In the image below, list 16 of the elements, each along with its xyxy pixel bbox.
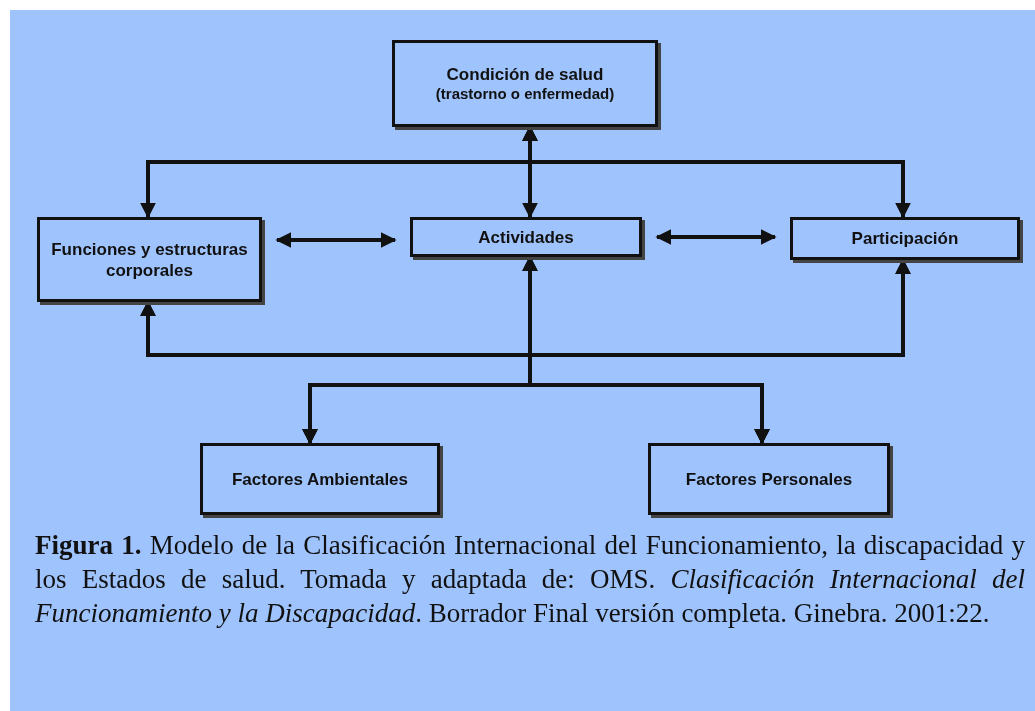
box-subtitle: (trastorno o enfermedad) bbox=[435, 85, 615, 103]
box-title: Condición de salud bbox=[446, 64, 604, 85]
figure-caption: Figura 1. Modelo de la Clasificación Internacional del Funcionamiento, la discapacidad y los Estados de salud. Tomada y adaptada de: OMS. Clasificación Internacional del Funcionamiento y la Discapacidad. Borrador Final versión completa. Ginebra. 2001:22. bbox=[35, 529, 1025, 630]
box-title: Funciones y estructuras corporales bbox=[50, 238, 249, 281]
box-title: Participación bbox=[851, 228, 959, 249]
process-box bbox=[37, 217, 262, 302]
box-title: Actividades bbox=[478, 226, 574, 248]
box-title: Factores Ambientales bbox=[231, 468, 408, 490]
arrow bbox=[655, 229, 777, 245]
box-title: Factores Personales bbox=[685, 468, 853, 490]
process-box bbox=[392, 40, 658, 127]
process-box bbox=[648, 443, 890, 515]
process-box bbox=[200, 443, 440, 515]
process-box bbox=[410, 217, 642, 257]
arrow bbox=[275, 232, 397, 248]
process-box bbox=[790, 217, 1020, 260]
